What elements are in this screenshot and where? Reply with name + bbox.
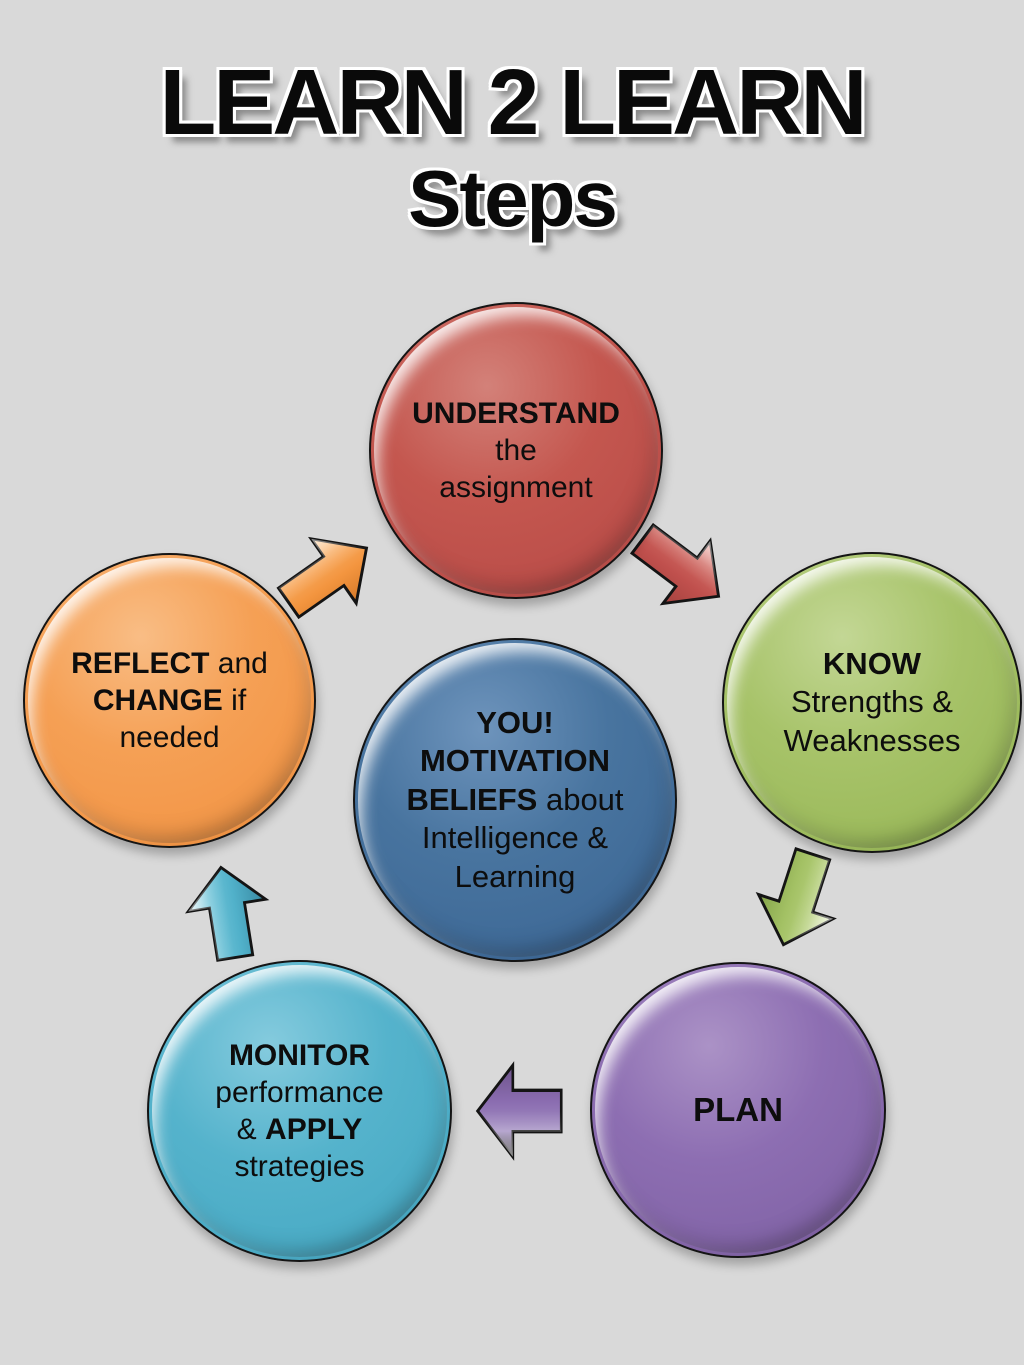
label-text: and	[209, 646, 268, 680]
page-subtitle: Steps	[408, 154, 618, 243]
label-line: CHANGE if	[71, 682, 268, 719]
label-line: Strengths &	[784, 683, 961, 721]
label-text: UNDERSTAND	[412, 396, 620, 430]
arrow-know-to-plan	[743, 839, 854, 960]
label-text: CHANGE	[92, 683, 223, 717]
label-line: Intelligence &	[406, 819, 623, 857]
block-arrow-icon	[475, 1061, 563, 1161]
label-text: assignment	[439, 471, 593, 505]
label-line: REFLECT and	[71, 645, 268, 682]
block-arrow-icon	[184, 865, 270, 962]
label-text: strategies	[234, 1150, 365, 1184]
label-text: performance	[215, 1075, 384, 1109]
label-line: MONITOR	[215, 1037, 383, 1074]
label-text: Weaknesses	[783, 722, 961, 758]
label-line: MOTIVATION	[406, 742, 623, 780]
label-text: REFLECT	[71, 646, 210, 680]
label-line: needed	[71, 719, 268, 756]
circle-monitor: MONITOR performance & APPLY strategies	[147, 960, 452, 1262]
label-line: strategies	[215, 1148, 383, 1185]
block-arrow-icon	[755, 847, 837, 947]
circle-monitor-label: MONITOR performance & APPLY strategies	[197, 1037, 401, 1186]
circle-plan-label: PLAN	[675, 1090, 801, 1131]
label-text: KNOW	[822, 645, 922, 681]
label-text: Intelligence &	[421, 820, 609, 856]
label-text: Learning	[454, 858, 576, 894]
label-text: BELIEFS	[406, 781, 538, 817]
circle-reflect: REFLECT and CHANGE if needed	[23, 553, 316, 848]
label-text: PLAN	[693, 1090, 783, 1128]
circle-understand: UNDERSTAND the assignment	[369, 302, 663, 599]
label-line: Weaknesses	[784, 722, 961, 760]
circle-reflect-label: REFLECT and CHANGE if needed	[53, 645, 286, 757]
label-text: MOTIVATION	[419, 743, 610, 779]
label-text: the	[495, 433, 537, 467]
arrow-plan-to-monitor	[475, 1061, 563, 1161]
label-line: KNOW	[784, 645, 961, 683]
label-line: Learning	[406, 858, 623, 896]
label-text: MONITOR	[228, 1038, 371, 1072]
slide-title-block: LEARN 2 LEARN Steps	[0, 56, 1024, 239]
circle-you-center: YOU! MOTIVATION BELIEFS about Intelligen…	[353, 638, 677, 962]
circle-know-label: KNOW Strengths & Weaknesses	[766, 645, 979, 760]
label-line: UNDERSTAND	[412, 395, 620, 432]
label-line: YOU!	[406, 704, 623, 742]
label-line: performance	[215, 1074, 383, 1111]
label-text: YOU!	[476, 704, 554, 740]
label-text: &	[236, 1113, 266, 1146]
label-line: & APPLY	[215, 1111, 383, 1148]
label-line: the	[412, 432, 620, 469]
label-text: if	[222, 683, 247, 717]
label-line: assignment	[412, 469, 620, 506]
page-title: LEARN 2 LEARN	[159, 50, 867, 154]
label-line: PLAN	[693, 1090, 783, 1131]
label-text: Strengths &	[791, 684, 953, 720]
circle-know: KNOW Strengths & Weaknesses	[722, 552, 1022, 853]
label-text: about	[537, 781, 624, 817]
circle-understand-label: UNDERSTAND the assignment	[394, 395, 638, 507]
label-text: needed	[119, 721, 220, 755]
label-text: APPLY	[265, 1113, 363, 1146]
circle-plan: PLAN	[590, 962, 886, 1258]
arrow-monitor-to-reflect	[179, 858, 277, 966]
circle-you-label: YOU! MOTIVATION BELIEFS about Intelligen…	[388, 704, 641, 896]
label-line: BELIEFS about	[406, 781, 623, 819]
